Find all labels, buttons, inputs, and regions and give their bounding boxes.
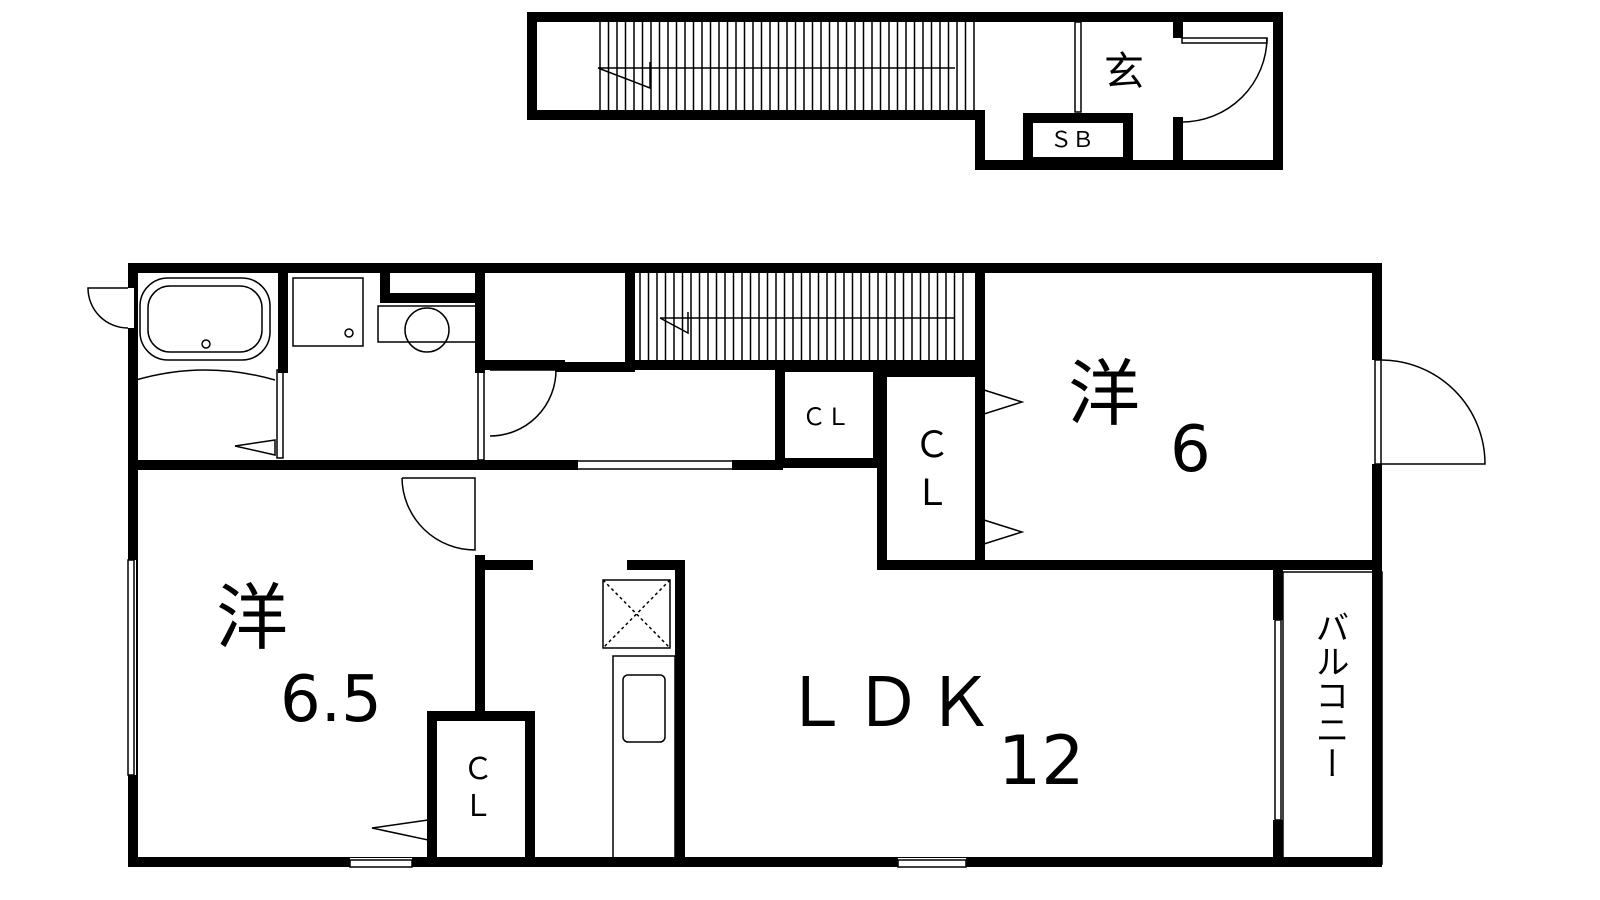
main-unit <box>87 263 1486 870</box>
entrance-door <box>1181 37 1268 44</box>
upper-outer-wall <box>527 12 1283 170</box>
balcony-door <box>1380 359 1486 465</box>
shoe-box-label: ＳＢ <box>1050 128 1095 153</box>
room-kanji: 洋 <box>216 576 289 660</box>
bath-step <box>135 369 276 381</box>
closet-label: ＣＬ <box>802 403 850 431</box>
balcony-label: バルコニー <box>1309 610 1349 780</box>
sink-icon <box>404 307 450 353</box>
refrigerator <box>602 579 671 649</box>
stairs-lower <box>639 272 964 360</box>
door-swing <box>489 369 557 437</box>
door-arrow <box>983 518 1025 546</box>
kitchen-wall <box>627 560 685 867</box>
closet-label-l: Ｌ <box>463 789 493 824</box>
sliding-door <box>572 460 738 470</box>
stair-arrowhead <box>597 62 651 90</box>
kitchen-counter <box>612 655 676 861</box>
door-swing <box>1181 37 1268 123</box>
bathtub <box>139 277 271 361</box>
storage-wall <box>555 263 635 372</box>
entrance-label: 玄 <box>1104 49 1144 95</box>
bath-exterior-door <box>87 287 129 329</box>
partition <box>1074 21 1082 113</box>
closet-wall <box>877 263 985 570</box>
ldk-size: 12 <box>998 722 1085 801</box>
balcony <box>1282 571 1383 865</box>
door-arrow <box>234 439 276 456</box>
upper-entrance-unit <box>527 12 1283 170</box>
vanity <box>377 305 477 343</box>
stairs-upper <box>599 22 975 112</box>
closet-wall <box>427 711 535 867</box>
washing-machine <box>292 277 364 347</box>
door-arrow <box>371 819 429 841</box>
closet-label-c: Ｃ <box>463 752 493 787</box>
door-swing <box>401 477 476 551</box>
kitchen-sink <box>622 674 666 743</box>
window <box>349 859 413 868</box>
door-arrow <box>983 388 1025 416</box>
room-kanji: 洋 <box>1068 352 1141 436</box>
window <box>127 559 135 776</box>
room-size: 6.5 <box>280 663 382 737</box>
closet-label-c: Ｃ <box>914 425 951 466</box>
window <box>897 859 967 868</box>
stair-arrowhead <box>659 312 689 335</box>
closet-label-l: Ｌ <box>914 473 951 514</box>
window <box>1274 619 1282 821</box>
ldk-label: ＬＤＫ <box>782 664 999 743</box>
room-size: 6 <box>1170 413 1211 487</box>
shoe-box-wall <box>1023 113 1133 167</box>
wall <box>380 263 480 303</box>
